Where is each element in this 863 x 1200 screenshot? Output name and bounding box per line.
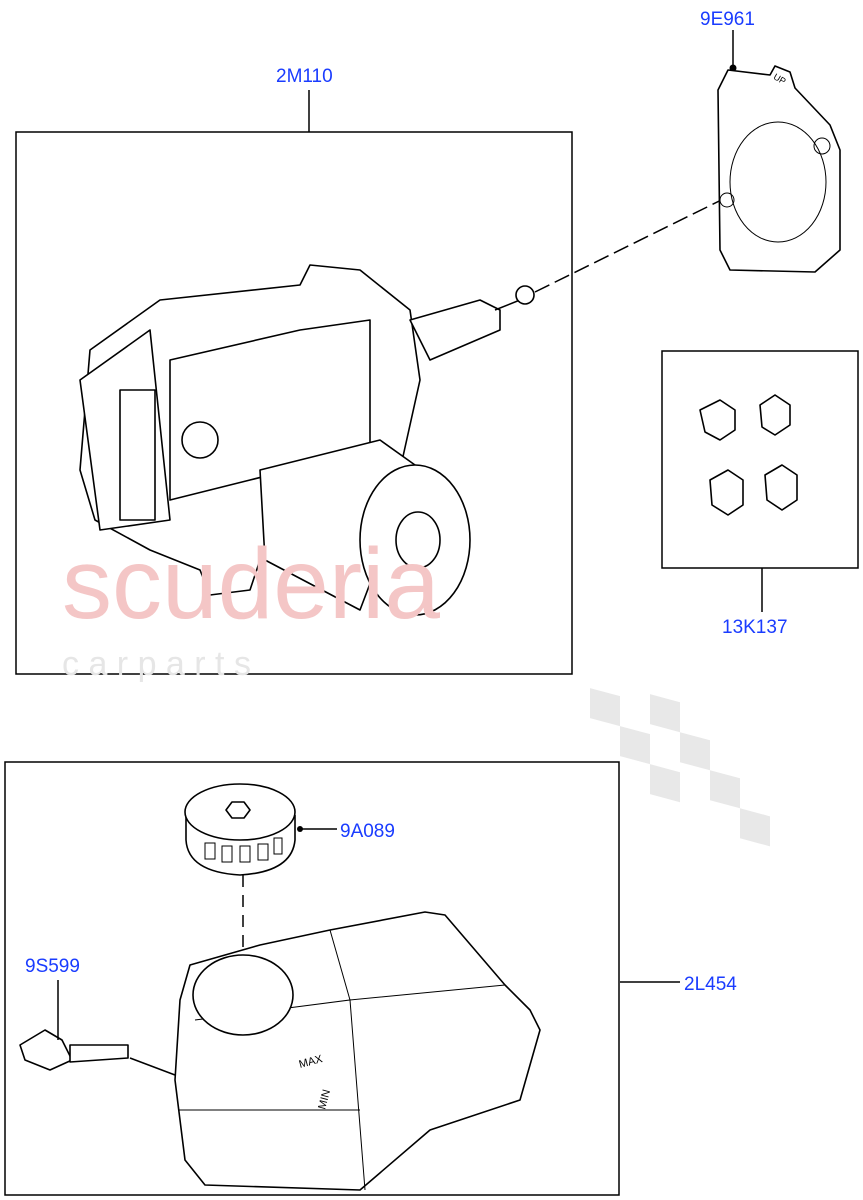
- reservoir-cap[interactable]: [184, 783, 296, 876]
- bolts[interactable]: [699, 394, 798, 516]
- bolts-frame: [661, 350, 859, 569]
- min-marking: MIN: [316, 1088, 333, 1111]
- callout-9e961[interactable]: 9E961: [700, 9, 755, 30]
- watermark-subtext: c a r p a r t s: [62, 645, 251, 683]
- callout-13k137[interactable]: 13K137: [722, 617, 788, 638]
- abs-module-frame: [15, 131, 573, 675]
- checkered-flag-icon: [590, 688, 770, 847]
- brake-fluid-reservoir[interactable]: MAX MIN: [174, 911, 541, 1191]
- leader-line: [129, 1057, 176, 1076]
- callout-9a089[interactable]: 9A089: [340, 821, 395, 842]
- callout-2m110[interactable]: 2M110: [276, 66, 333, 87]
- callout-2l454[interactable]: 2L454: [684, 974, 737, 995]
- watermark: scuderia c a r p a r t s: [62, 528, 440, 683]
- fluid-level-sensor[interactable]: [19, 1029, 129, 1071]
- gasket[interactable]: UP: [717, 65, 841, 273]
- reservoir-frame: [4, 761, 620, 1196]
- watermark-text: scuderia: [62, 528, 440, 640]
- callout-9s599[interactable]: 9S599: [25, 956, 80, 977]
- abs-pump-module[interactable]: [79, 264, 535, 616]
